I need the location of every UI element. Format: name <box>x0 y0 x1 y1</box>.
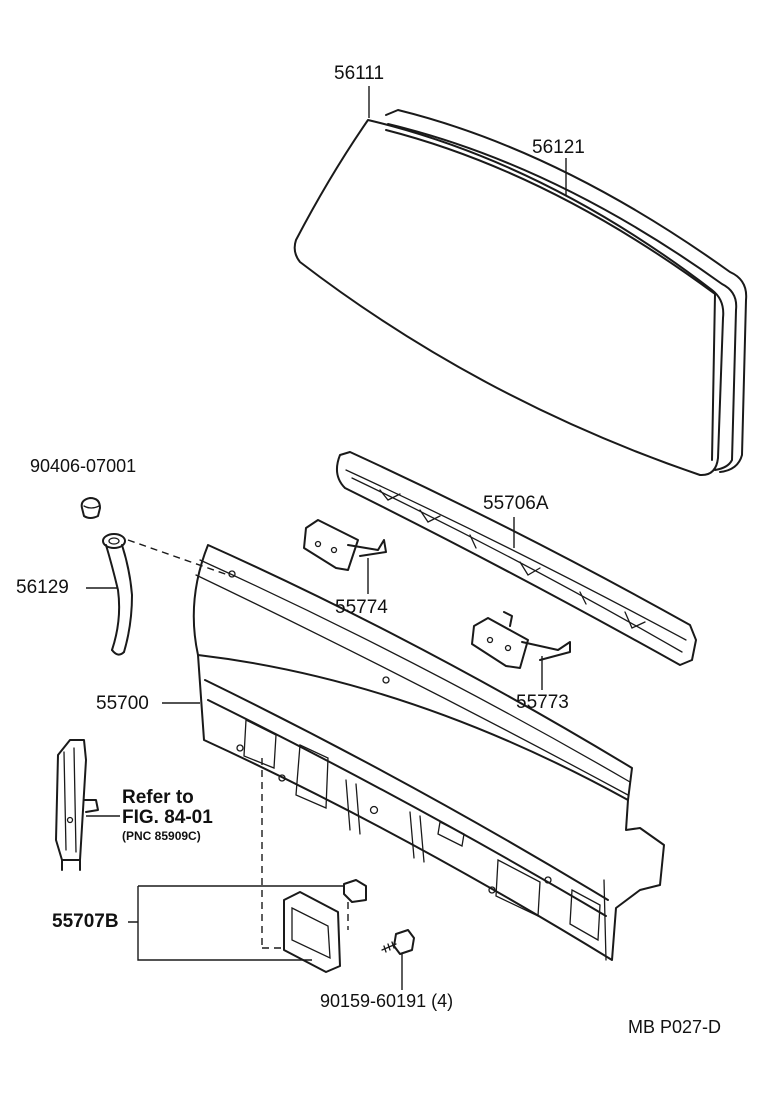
callout-56121: 56121 <box>532 137 585 158</box>
cover-assembly-part <box>283 879 367 973</box>
bracket-upper-part <box>303 519 387 571</box>
callout-55700: 55700 <box>96 693 149 714</box>
reference-line-3: (PNC 85909C) <box>122 829 201 843</box>
callout-55774: 55774 <box>335 597 388 618</box>
leader-55707B-bracket <box>128 885 344 961</box>
callout-90406-07001: 90406-07001 <box>30 456 137 476</box>
clip-part <box>80 497 101 519</box>
callout-55707B: 55707B <box>52 911 119 932</box>
figure-code: MB P027-D <box>628 1017 722 1037</box>
callout-56129: 56129 <box>16 577 69 598</box>
windshield-glass <box>293 119 725 477</box>
callout-55773: 55773 <box>516 692 569 713</box>
reference-line-1: Refer to <box>122 787 194 808</box>
referenced-bracket-part <box>55 739 99 871</box>
callout-55706A: 55706A <box>483 493 549 514</box>
bracket-lower-part <box>471 611 571 669</box>
cowl-panel-part <box>192 544 665 961</box>
callout-90159-60191: 90159-60191 (4) <box>320 991 454 1011</box>
reference-line-2: FIG. 84-01 <box>122 807 213 828</box>
panel-reinforcement-part <box>335 451 697 666</box>
weatherstrip-outline <box>385 109 748 473</box>
hose-connection-dash <box>127 539 229 576</box>
hose-part <box>102 533 133 656</box>
callout-56111: 56111 <box>334 63 385 84</box>
bolt-part <box>381 929 415 955</box>
